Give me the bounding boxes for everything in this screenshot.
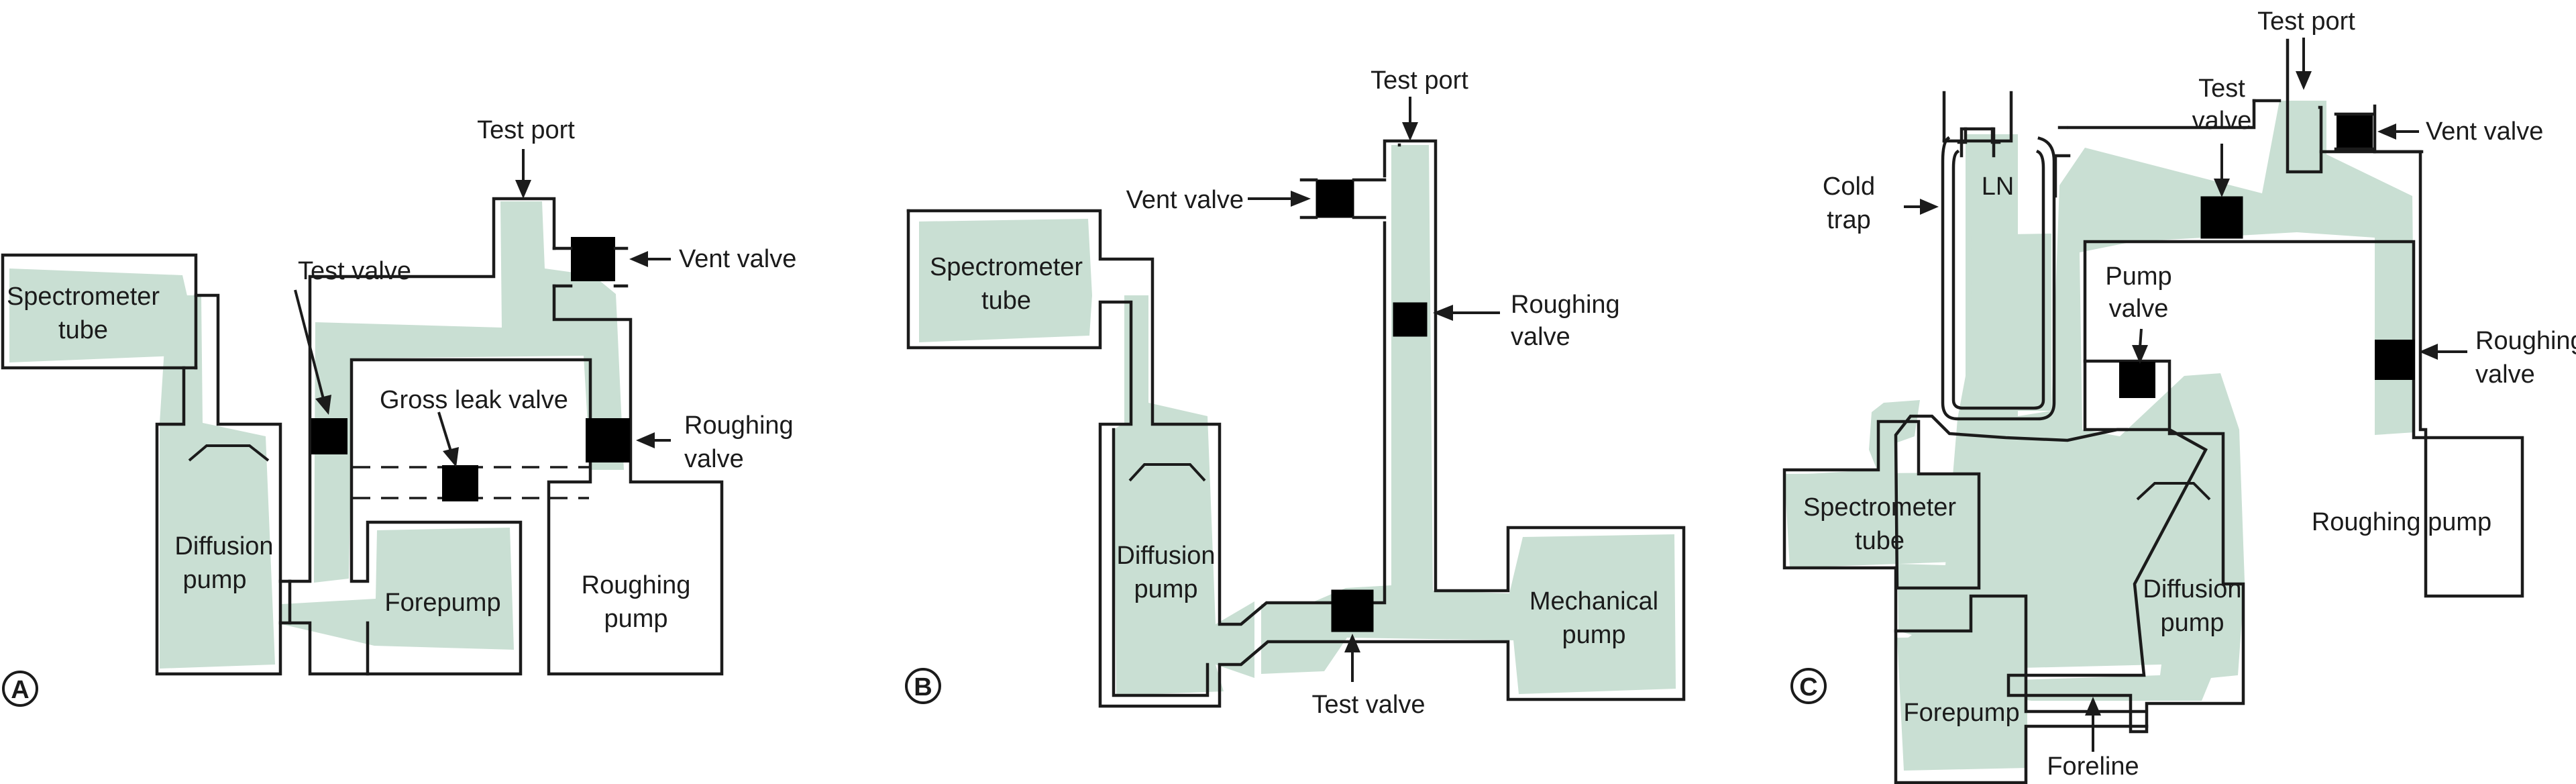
panel-a-test-valve-icon [311,418,347,454]
panel-c-pump-valve-icon [2119,362,2155,398]
panel-b-mechanical-label-1: Mechanical [1529,587,1658,616]
panel-a-spectrometer-label-1: Spectrometer [7,283,160,311]
panel-c-cold-trap-walls [1941,127,2056,421]
panel-a: Spectrometer tube Test port Vent valve T… [1,116,796,707]
panel-b-roughing-valve-label-1: Roughing [1511,291,1620,319]
panel-b: Spectrometer tube Test port Vent valve R… [905,66,1686,719]
panel-b-roughing-valve-icon [1393,302,1428,337]
panel-b-vent-valve-icon [1316,179,1354,218]
svg-text:A: A [11,676,29,704]
panel-a-badge: A [2,671,38,707]
panel-b-jet-icon [1128,463,1206,482]
panel-b-spectrometer-label-2: tube [981,287,1031,315]
panel-b-roughing-valve-label-2: valve [1511,323,1570,351]
panel-c-spectrometer-label-1: Spectrometer [1803,493,1956,522]
panel-a-test-valve-label: Test valve [298,257,411,285]
panel-a-roughing-pump-label-2: pump [604,605,667,633]
svg-text:B: B [914,673,932,701]
panel-a-roughing-valve-icon [586,418,630,462]
panel-b-test-valve-icon [1331,589,1374,632]
panel-c-vent-valve-label: Vent valve [2426,117,2543,146]
panel-c-forepump-label: Forepump [1903,699,2019,727]
panel-a-walls [1,197,724,676]
panel-c-roughing-valve-label-2: valve [2475,360,2535,389]
panel-a-vent-valve-icon [571,237,615,281]
panel-a-test-port-label: Test port [477,116,575,144]
panel-c-vent-valve-icon [2337,113,2373,150]
panel-a-roughing-valve-label-1: Roughing [684,411,794,440]
panel-c-diffusion-label-1: Diffusion [2143,575,2241,603]
panel-b-badge: B [905,668,941,704]
panel-c-cold-trap-label-1: Cold [1823,173,1875,201]
panel-b-diffusion-label-2: pump [1134,575,1197,603]
panel-c-roughing-valve-icon [2375,340,2415,380]
panel-c-test-valve-label-1: Test [2198,75,2245,103]
panel-c-foreline-label: Foreline [2047,752,2139,781]
panel-c-test-valve-label-2: valve [2192,107,2252,135]
panel-c-cold-trap-label-2: trap [1827,206,1870,234]
panel-c: Test port Test valve Vent valve Cold tra… [1782,7,2576,784]
panel-c-ln-label: LN [1982,173,2015,201]
panel-b-walls [906,139,1686,708]
panel-a-roughing-pump-label-1: Roughing [582,571,691,599]
panel-c-pump-valve-label-1: Pump [2105,262,2171,291]
panel-a-roughing-valve-label-2: valve [684,445,744,473]
panel-a-forepump-label: Forepump [384,589,500,617]
panel-a-vent-valve-label: Vent valve [679,245,796,273]
panel-a-jet-icon [188,444,270,462]
panel-a-diffusion-label-2: pump [182,566,246,594]
panel-c-spectrometer-label-2: tube [1855,527,1904,555]
svg-text:C: C [1799,673,1817,701]
panel-c-badge: C [1790,668,1827,704]
panel-a-diffusion-label-1: Diffusion [174,532,273,560]
panel-c-jet-icon [2136,482,2211,501]
panel-c-pump-valve-label-2: valve [2109,295,2169,323]
panel-b-spectrometer-label-1: Spectrometer [930,253,1083,281]
panel-b-test-valve-label: Test valve [1312,691,1426,719]
panel-b-inner-walls [1112,143,1401,697]
panel-a-gross-leak-label: Gross leak valve [380,386,568,414]
panel-c-test-port-label: Test port [2257,7,2355,36]
panel-c-diffusion-label-2: pump [2160,609,2224,637]
panel-b-vent-valve-label: Vent valve [1126,186,1244,214]
panel-a-spectrometer-label-2: tube [58,316,108,344]
panel-a-gross-leak-valve-icon [442,465,478,501]
panel-b-mechanical-label-2: pump [1562,621,1625,649]
panel-c-roughing-valve-label-1: Roughing [2475,327,2576,355]
panel-c-roughing-pump-label: Roughing pump [2312,508,2491,536]
panel-c-test-valve-icon [2200,196,2243,239]
panel-b-test-port-label: Test port [1371,66,1468,95]
panel-b-diffusion-label-1: Diffusion [1116,542,1215,570]
